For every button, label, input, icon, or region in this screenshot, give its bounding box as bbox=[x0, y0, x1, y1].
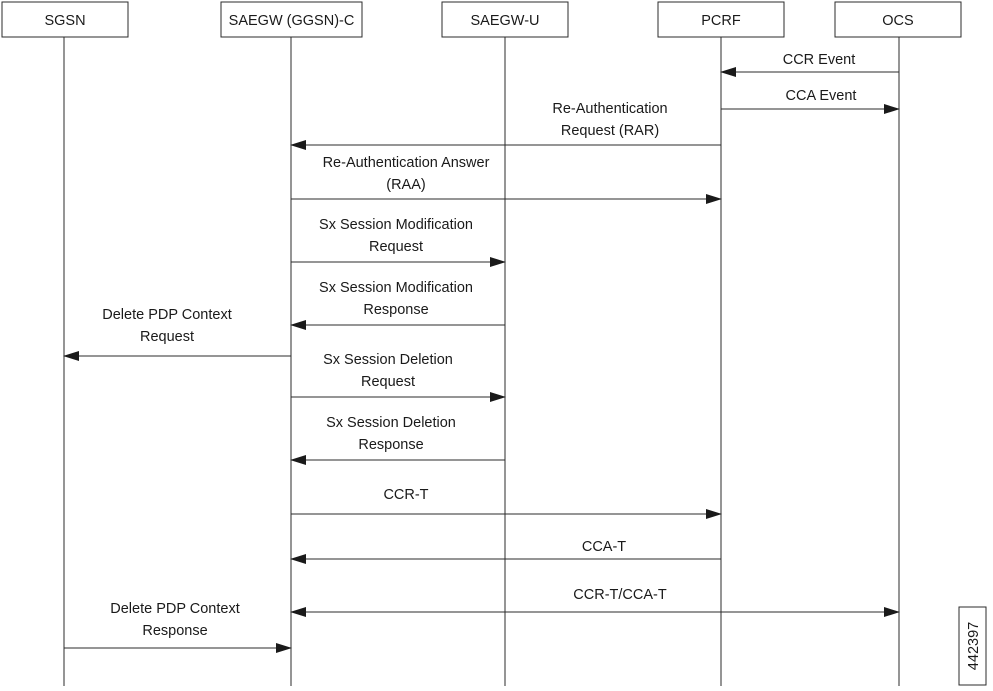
message-label-sx-mod-resp-line-2: Response bbox=[363, 302, 428, 318]
message-label-sx-mod-req-line-2: Request bbox=[369, 239, 423, 255]
participant-box-saegwu bbox=[441, 1, 569, 38]
message-label-raa-line-1: Re-Authentication Answer bbox=[323, 155, 490, 171]
message-label-ccr-t: CCR-T bbox=[383, 487, 428, 503]
figure-id-tag: 442397 bbox=[958, 606, 987, 686]
participant-label-ocs: OCS bbox=[882, 13, 913, 29]
message-ccr-cca-t: CCR-T/CCA-T bbox=[290, 587, 900, 617]
message-label-sx-del-req-line-2: Request bbox=[361, 374, 415, 390]
participant-label-saegwu: SAEGW-U bbox=[470, 13, 539, 29]
participant-pcrf: PCRF bbox=[657, 1, 785, 38]
message-raa: Re-Authentication Answer (RAA) bbox=[291, 155, 722, 204]
message-label-ccr-cca-t: CCR-T/CCA-T bbox=[573, 587, 667, 603]
message-label-sx-del-req-line-1: Sx Session Deletion bbox=[323, 352, 453, 368]
figure-id-label: 442397 bbox=[966, 622, 982, 670]
participant-box-saegwc bbox=[220, 1, 363, 38]
message-label-sx-mod-req-line-1: Sx Session Modification bbox=[319, 217, 473, 233]
message-label-delete-pdp-resp-line-2: Response bbox=[142, 623, 207, 639]
message-label-delete-pdp-req-line-2: Request bbox=[140, 329, 194, 345]
message-label-sx-del-resp-line-1: Sx Session Deletion bbox=[326, 415, 456, 431]
participant-label-sgsn: SGSN bbox=[44, 13, 85, 29]
participant-saegwu: SAEGW-U bbox=[441, 1, 569, 38]
message-label-delete-pdp-resp-line-1: Delete PDP Context bbox=[110, 601, 240, 617]
message-cca-t: CCA-T bbox=[290, 539, 721, 564]
message-cca-event: CCA Event bbox=[721, 88, 900, 114]
participant-ocs: OCS bbox=[834, 1, 962, 38]
participant-box-pcrf bbox=[657, 1, 785, 38]
participant-box-sgsn bbox=[1, 1, 129, 38]
participant-box-ocs bbox=[834, 1, 962, 38]
message-label-cca-event: CCA Event bbox=[786, 88, 857, 104]
message-label-ccr-event: CCR Event bbox=[783, 52, 856, 68]
message-label-delete-pdp-req-line-1: Delete PDP Context bbox=[102, 307, 232, 323]
message-label-cca-t: CCA-T bbox=[582, 539, 626, 555]
participant-label-pcrf: PCRF bbox=[701, 13, 741, 29]
message-ccr-event: CCR Event bbox=[720, 52, 899, 77]
figure-id-box bbox=[958, 606, 987, 686]
message-ccr-t: CCR-T bbox=[291, 487, 722, 519]
message-label-rar-line-2: Request (RAR) bbox=[561, 123, 659, 139]
message-label-sx-mod-resp-line-1: Sx Session Modification bbox=[319, 280, 473, 296]
participant-label-saegwc: SAEGW (GGSN)-C bbox=[229, 13, 355, 29]
message-label-raa-line-2: (RAA) bbox=[386, 177, 425, 193]
participant-saegwc: SAEGW (GGSN)-C bbox=[220, 1, 363, 38]
message-label-sx-del-resp-line-2: Response bbox=[358, 437, 423, 453]
participant-sgsn: SGSN bbox=[1, 1, 129, 38]
message-label-rar-line-1: Re-Authentication bbox=[552, 101, 667, 117]
